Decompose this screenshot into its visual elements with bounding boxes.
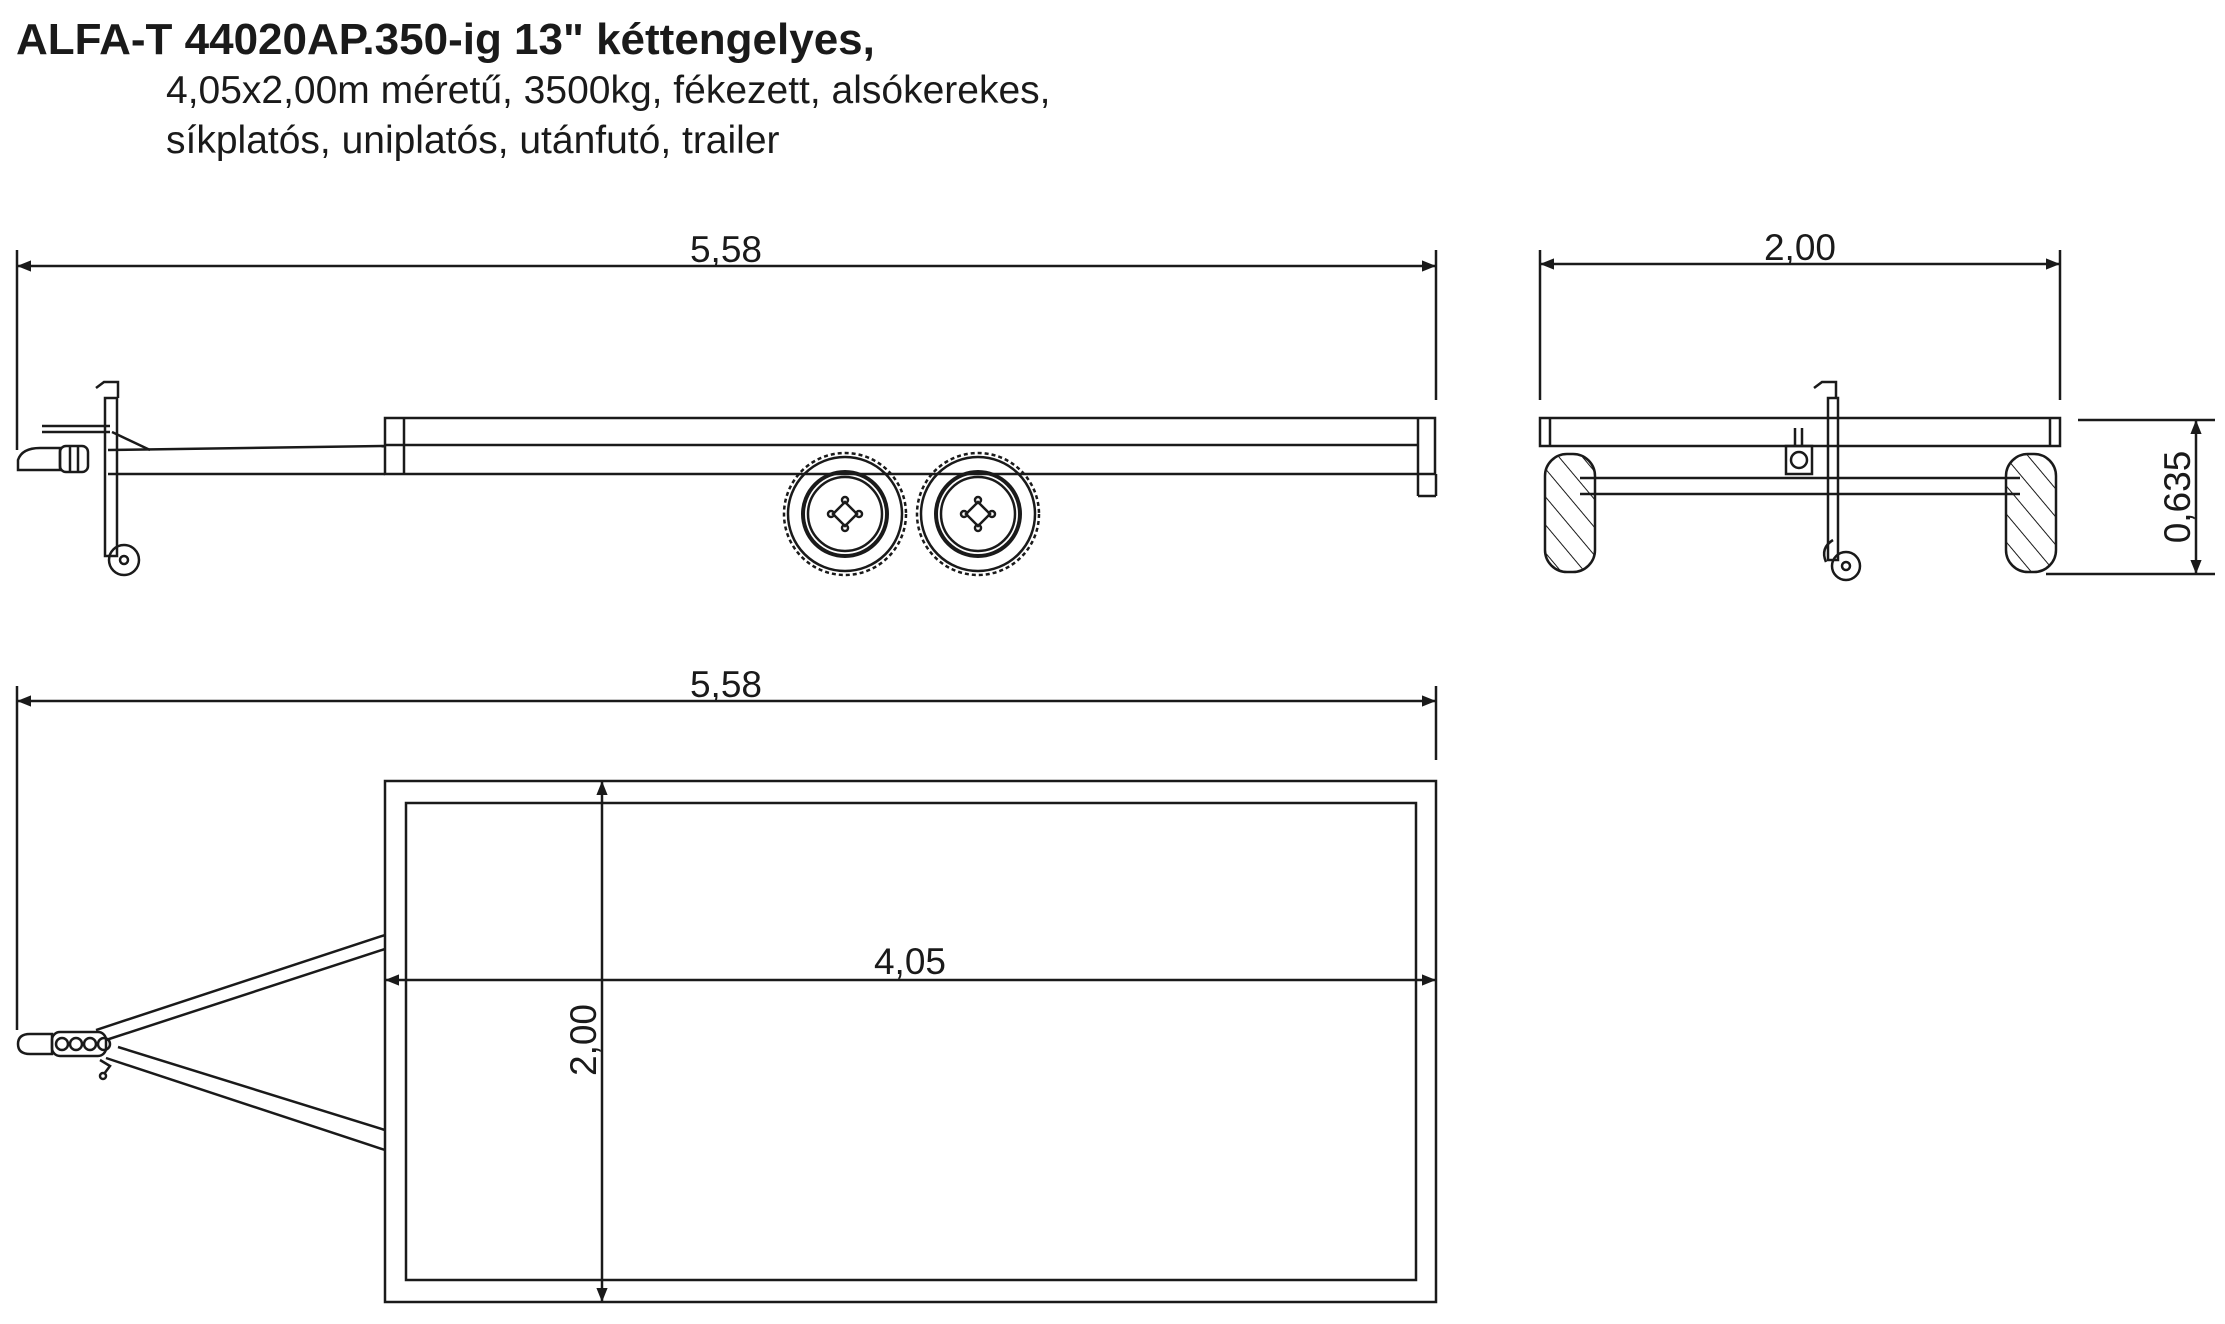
side-wheel-front xyxy=(782,451,908,577)
platform-width-label: 2,00 xyxy=(563,1004,604,1076)
bellows-ring xyxy=(68,1036,84,1052)
jockey-wheel-hub xyxy=(118,554,130,566)
drawbar-brace xyxy=(111,430,151,452)
coupling-bellows xyxy=(58,444,90,474)
bellows-ring xyxy=(96,1036,112,1052)
drawbar-arm-upper xyxy=(105,947,386,1042)
drawbar-top xyxy=(107,444,386,452)
bellows-ring xyxy=(82,1036,98,1052)
top-platform-outer xyxy=(383,779,1438,1304)
top-coupling-bellows xyxy=(50,1030,108,1058)
top-length-dimension: 5,58 xyxy=(15,664,1438,1030)
rear-width-label: 2,00 xyxy=(1764,227,1836,268)
jockey-wheel-post xyxy=(103,396,119,558)
rear-height-label: 0,635 xyxy=(2157,451,2198,544)
rear-view: 2,00 0,635 xyxy=(1538,227,2215,582)
title-block: ALFA-T 44020AP.350-ig 13" kéttengelyes, … xyxy=(16,14,1051,166)
rear-tire-left xyxy=(1543,452,1597,574)
platform-width-dimension: 2,00 xyxy=(563,781,608,1302)
platform-length-dimension: 4,05 xyxy=(385,941,1436,986)
subtitle-line-1: 4,05x2,00m méretű, 3500kg, fékezett, als… xyxy=(166,69,1051,112)
top-length-label: 5,58 xyxy=(690,664,762,705)
side-length-label: 5,58 xyxy=(690,229,762,270)
side-wheel-rear xyxy=(915,451,1041,577)
rear-jockey-fork xyxy=(1822,538,1834,563)
page-title: ALFA-T 44020AP.350-ig 13" kéttengelyes, xyxy=(16,15,875,64)
rear-tire-right xyxy=(2004,452,2058,574)
rear-jockey-wheel-hub xyxy=(1840,560,1852,572)
rear-coupling-eye xyxy=(1789,450,1809,470)
drawbar-arm-lower xyxy=(105,1056,386,1152)
rear-jockey-crank xyxy=(1813,380,1838,398)
subtitle-line-2: síkplatós, uniplatós, utánfutó, trailer xyxy=(166,119,780,162)
drawbar-arm-upper xyxy=(95,933,386,1032)
rear-jockey-wheel xyxy=(1830,550,1862,582)
rear-width-dimension: 2,00 xyxy=(1538,227,2062,400)
drawbar-arm-lower xyxy=(117,1045,386,1132)
jockey-wheel xyxy=(107,543,141,577)
bellows-ring xyxy=(54,1036,70,1052)
tow-coupling xyxy=(16,446,62,472)
side-view: 5,58 xyxy=(15,229,1438,577)
top-platform-inner xyxy=(404,801,1418,1282)
side-length-dimension: 5,58 xyxy=(15,229,1438,450)
rear-coupling xyxy=(1784,444,1814,476)
rear-height-dimension: 0,635 xyxy=(2046,418,2215,576)
top-tow-coupling xyxy=(16,1032,54,1056)
breakaway-cable xyxy=(99,1058,112,1075)
breakaway-clip xyxy=(98,1071,108,1081)
jockey-wheel-crank xyxy=(95,380,120,398)
top-view: 5,58 4,05 2,00 xyxy=(15,664,1438,1304)
rear-platform-bed xyxy=(1538,416,2062,448)
platform-length-label: 4,05 xyxy=(874,941,946,982)
